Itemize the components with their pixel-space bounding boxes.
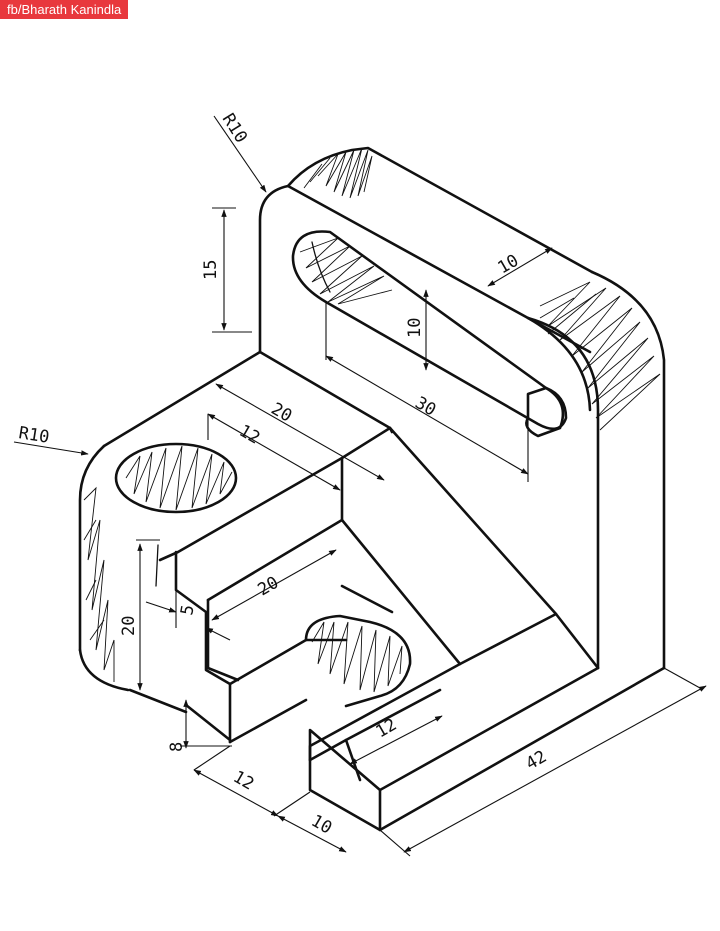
slot-hatching (299, 237, 393, 305)
boss-hole (114, 442, 238, 514)
credit-tag: fb/Bharath Kanindla (0, 0, 129, 19)
angled-rib (206, 426, 558, 686)
dim-8: 8 (167, 742, 187, 752)
dimension-lines (13, 115, 707, 857)
upright-corner-hatching (539, 281, 661, 431)
dim-30: 30 (412, 393, 440, 421)
upright-wall (258, 146, 666, 670)
dim-10-slot: 10 (405, 318, 425, 338)
dim-10-wall: 10 (495, 251, 523, 279)
dim-42: 42 (523, 747, 551, 775)
dim-12-slot: 12 (373, 715, 401, 743)
dim-r10-left: R10 (17, 423, 50, 448)
dim-20-step: 20 (255, 573, 283, 601)
dim-20-top: 20 (268, 399, 296, 427)
base-slot (304, 614, 412, 708)
top-block (78, 350, 394, 744)
upright-top-hatching (303, 147, 373, 199)
dim-12-hole: 12 (236, 421, 264, 449)
left-end-hatching (83, 486, 115, 682)
dim-15: 15 (201, 260, 221, 280)
dim-r10-top: R10 (218, 110, 251, 147)
dim-20-height: 20 (119, 616, 139, 636)
dim-12-front: 12 (230, 767, 258, 795)
dim-5: 5 (177, 603, 198, 617)
